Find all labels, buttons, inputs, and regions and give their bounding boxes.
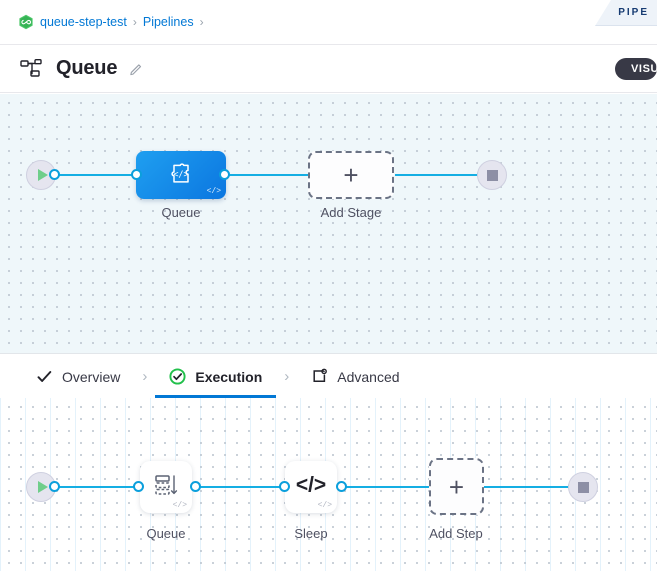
edge-queue-to-addstage [224,174,314,176]
step-node-label-queue: Queue [146,526,186,541]
breadcrumb-separator: › [132,15,137,29]
tab-label-advanced: Advanced [337,368,400,385]
code-badge-icon: </> [206,187,221,196]
queue-step-output-port[interactable] [190,481,201,492]
queue-stage-input-port[interactable] [131,169,142,180]
edge-addstage-to-end [395,174,483,176]
play-icon [37,481,48,493]
edge-sleep-to-addstep [341,486,429,488]
plugin-code-icon: </> [167,160,195,188]
pencil-icon[interactable] [129,61,144,76]
add-stage-label: Add Stage [320,205,382,220]
step-node-label-sleep: Sleep [294,526,328,541]
edge-start-to-queue-step [55,486,138,488]
stop-icon [577,481,589,493]
code-icon: </> [295,473,327,497]
pipeline-icon [20,58,44,79]
step-node-queue[interactable]: </> [140,461,192,513]
check-icon [36,368,53,385]
sleep-step-input-port[interactable] [279,481,290,492]
queue-step-input-port[interactable] [133,481,144,492]
stage-canvas[interactable]: </> </> Queue + Add Stage [0,94,657,354]
page-title: Queue [56,57,118,79]
edge-addstep-to-end [484,486,574,488]
page-header: Queue [0,45,657,93]
pipeline-end-node[interactable] [477,160,507,190]
stage-node-queue[interactable]: </> </> [136,151,226,199]
svg-text:</>: </> [173,170,188,180]
step-canvas[interactable]: </> Queue </> </> Sleep + Add Step [0,398,657,571]
code-badge-icon: </> [172,501,187,510]
breadcrumb: queue-step-test › Pipelines › [0,0,657,45]
start-output-port[interactable] [49,169,60,180]
plus-icon: + [448,471,465,502]
plus-icon: + [343,160,359,190]
harness-hexagon-icon [18,14,34,30]
breadcrumb-item-pipelines[interactable]: Pipelines [142,15,194,29]
stage-config-tabs: Overview › Execution › Advanced [0,355,657,398]
play-icon [37,169,48,181]
stop-icon [486,169,498,181]
add-stage-button[interactable]: + [308,151,394,199]
breadcrumb-separator-trailing: › [199,15,204,29]
check-circle-green-icon [169,368,186,385]
edge-start-to-queue [55,174,137,176]
queue-icon [153,472,179,498]
advanced-gear-box-icon [311,368,328,385]
edge-queue-to-sleep [195,486,283,488]
stage-node-label-queue: Queue [161,205,201,220]
tab-separator-2: › [284,368,290,385]
step-end-node[interactable] [568,472,598,502]
queue-stage-output-port[interactable] [219,169,230,180]
step-start-node[interactable] [26,472,56,502]
step-start-output-port[interactable] [49,481,60,492]
step-node-sleep[interactable]: </> </> [285,461,337,513]
visual-mode-label: VISU [631,63,657,75]
tab-separator-1: › [142,368,148,385]
code-badge-icon: </> [317,501,332,510]
breadcrumb-item-project[interactable]: queue-step-test [40,15,127,29]
add-step-button[interactable]: + [429,458,484,515]
tab-execution[interactable]: Execution [155,355,277,398]
add-step-label: Add Step [429,526,483,541]
tab-overview[interactable]: Overview [22,355,134,398]
tab-label-overview: Overview [62,368,121,385]
tab-label-execution: Execution [195,368,263,385]
visual-mode-toggle[interactable]: VISU [615,58,657,80]
sleep-step-output-port[interactable] [336,481,347,492]
ribbon-label: PIPE [618,7,649,18]
tab-advanced[interactable]: Advanced [297,355,413,398]
